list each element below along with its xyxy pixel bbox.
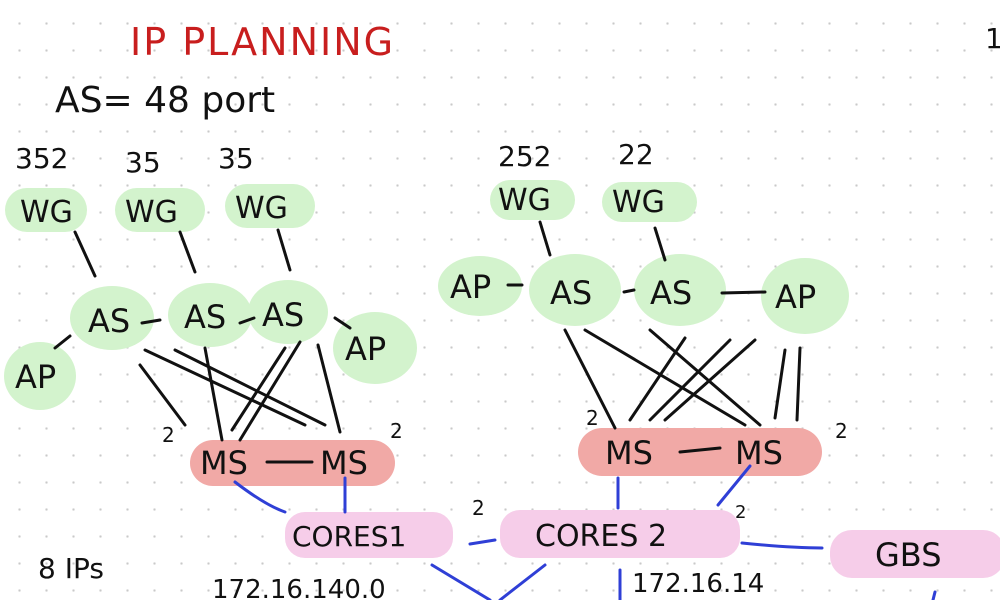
- ips-note: 8 IPs: [38, 552, 104, 585]
- link-as2-as3: [238, 316, 256, 325]
- wg-label-1: WG: [20, 195, 73, 230]
- ap-highlight-3: [438, 256, 522, 316]
- core1-highlight: [285, 512, 453, 558]
- gbs-label: GBS: [875, 536, 942, 574]
- wg-label-5: WG: [612, 185, 665, 220]
- page-title: IP PLANNING: [130, 20, 395, 64]
- core-link-number-2: 2: [735, 502, 746, 523]
- link-ap-ms3: [663, 338, 757, 422]
- ap-highlight-4: [761, 258, 849, 334]
- ap-label-left: AP: [15, 358, 56, 396]
- link-ms4-core2: [716, 464, 752, 507]
- page-number: 1: [985, 22, 1000, 55]
- wg-count-4: 252: [498, 140, 551, 173]
- ms-side-number-1: 2: [162, 423, 175, 447]
- ms-highlight-right: [578, 428, 822, 476]
- subnet-right: 172.16.14: [632, 569, 764, 599]
- core2-highlight: [500, 510, 740, 558]
- as-label-5: AS: [650, 274, 692, 312]
- ms-label-2: MS: [320, 444, 368, 482]
- link-wg3-as3: [276, 228, 292, 272]
- link-as3-ms1b: [230, 346, 287, 432]
- ms-label-4: MS: [735, 434, 783, 472]
- link-as4-ms4: [583, 328, 747, 427]
- as-highlight-1: [70, 286, 154, 350]
- ms-label-1: MS: [200, 444, 248, 482]
- as-highlight-5: [634, 254, 726, 326]
- ap-highlight-left: [4, 342, 76, 410]
- wg-count-5: 22: [618, 138, 654, 171]
- link-ap-ms4b: [795, 346, 802, 422]
- link-wg2-as2: [178, 230, 197, 274]
- link-wg1-as1: [73, 230, 97, 278]
- as-highlight-4: [529, 254, 621, 326]
- link-as2-ms1: [203, 346, 224, 442]
- ms-label-3: MS: [605, 434, 653, 472]
- as-label-3: AS: [262, 296, 304, 334]
- core-link-number-1: 2: [472, 496, 485, 520]
- ms-side-number-4: 2: [835, 419, 848, 443]
- subnet-left: 172.16.140.0: [212, 575, 386, 600]
- link-as3-ms2: [316, 343, 342, 434]
- link-as2-ms2: [173, 348, 327, 427]
- wg-highlight-1: [5, 188, 87, 232]
- wg-label-2: WG: [125, 195, 178, 230]
- ap-label-right: AP: [345, 330, 386, 368]
- link-as5-ap: [720, 290, 767, 295]
- link-core2-down: [498, 563, 547, 600]
- link-wg4-as4: [538, 220, 552, 257]
- link-as4-ms3: [563, 328, 617, 430]
- right-links: [506, 220, 802, 454]
- blue-links: [233, 464, 937, 600]
- link-gbs-down: [931, 590, 937, 600]
- as-highlight-2: [168, 283, 252, 347]
- right-highlights: [438, 180, 849, 476]
- ms-side-number-3: 2: [586, 406, 599, 430]
- wg-count-3: 35: [218, 142, 254, 175]
- link-as3-ap: [333, 316, 352, 330]
- link-core1-core2: [468, 538, 497, 546]
- link-as5-ms4: [648, 328, 762, 427]
- link-ap-ms4: [773, 348, 787, 420]
- as-label-4: AS: [550, 274, 592, 312]
- link-ms1-core1: [233, 480, 287, 514]
- ms-side-number-2: 2: [390, 419, 403, 443]
- wg-label-3: WG: [235, 191, 288, 226]
- link-ms3-ms4: [678, 446, 722, 454]
- wg-highlight-4: [490, 180, 575, 220]
- link-as5-ms3b: [648, 338, 732, 422]
- wg-count-2: 35: [125, 146, 161, 179]
- link-as1-ms1: [138, 363, 187, 427]
- link-core1-down: [430, 563, 492, 600]
- wg-highlight-5: [602, 182, 697, 222]
- left-links: [53, 228, 352, 464]
- ap-highlight-right: [333, 312, 417, 384]
- as-highlight-3: [248, 280, 328, 344]
- link-ap-as1: [53, 334, 72, 350]
- as-label-2: AS: [184, 298, 226, 336]
- core1-label: CORES1: [292, 520, 406, 553]
- link-core2-gbs: [740, 541, 824, 550]
- core-highlights: [285, 510, 1000, 578]
- gbs-highlight: [830, 530, 1000, 578]
- wg-highlight-2: [115, 188, 205, 232]
- core2-label: CORES 2: [535, 519, 667, 554]
- wg-label-4: WG: [498, 183, 551, 218]
- wg-count-1: 352: [15, 142, 68, 175]
- link-as5-ms3: [628, 336, 687, 422]
- subtitle: AS= 48 port: [55, 80, 275, 121]
- ap-label-4: AP: [775, 278, 816, 316]
- link-wg5-as5: [653, 226, 667, 262]
- wg-highlight-3: [225, 184, 315, 228]
- link-as4-as5: [622, 288, 636, 294]
- ap-label-3: AP: [450, 268, 491, 306]
- link-as3-ms1: [238, 340, 302, 442]
- link-as1-as2: [140, 318, 162, 325]
- link-as1-ms2: [143, 348, 307, 427]
- as-label-1: AS: [88, 302, 130, 340]
